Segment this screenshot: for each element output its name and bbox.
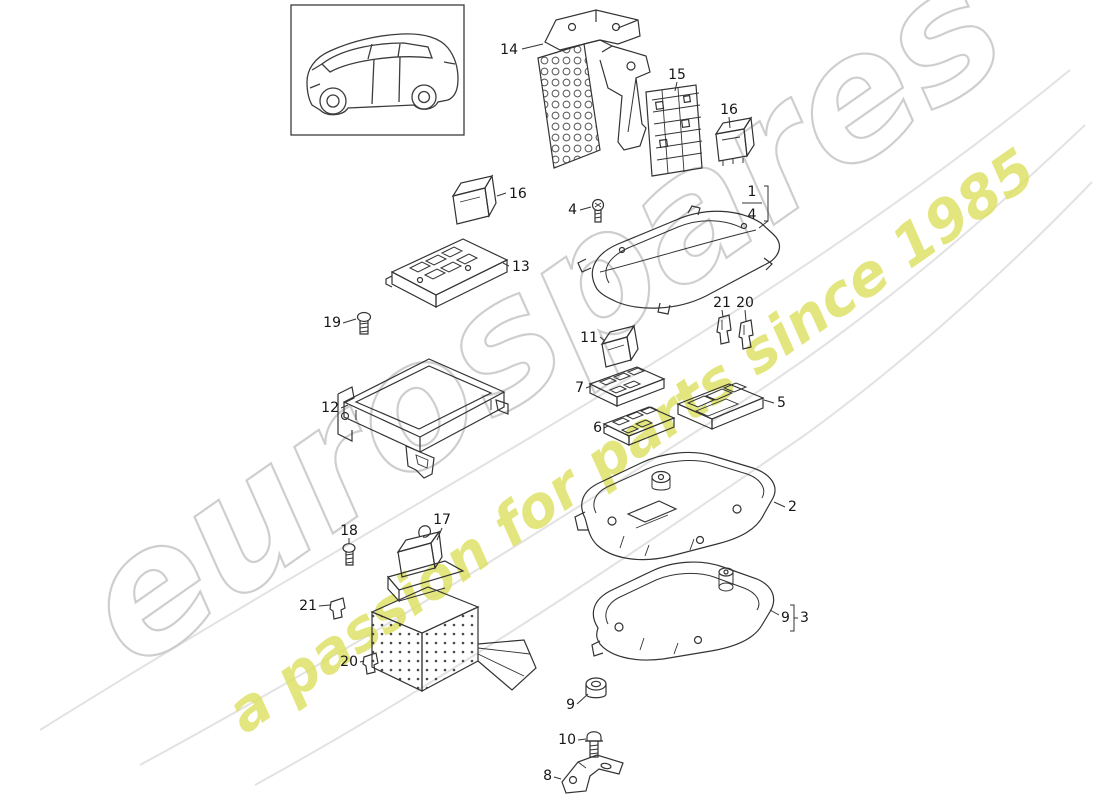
part-17-control-unit [370,586,537,693]
part-15-fuse-carrier [645,84,703,177]
part-20-fuse-clip-left [362,652,379,675]
part-2-housing-lower [574,451,776,561]
callout-10: 10 [558,732,576,748]
part-11-relay [600,324,639,368]
callout-11: 11 [580,330,598,346]
leader-lines [318,43,798,780]
watermark-brand-text: eurospares [45,0,1039,706]
part-6-fuse-holder [602,406,676,446]
part-14-mounting-bracket [537,9,651,169]
part-5-fuse-holder [676,382,765,430]
part-20-fuse-clip-top [738,319,754,350]
callout-7: 7 [575,380,584,396]
callout-14: 14 [500,42,518,58]
callout-5: 5 [777,395,786,411]
part-12-mounting-frame [337,358,509,479]
callout-18: 18 [340,523,358,539]
callout-12: 12 [321,400,339,416]
part-4-screw [591,198,605,223]
callout-8: 8 [543,768,552,784]
callout-21-left: 21 [299,598,317,614]
car-rear-wheel [319,87,347,115]
callout-1: 1 [748,184,757,200]
callout-2: 2 [788,499,797,515]
part-8-bracket [561,754,624,794]
callout-20-left: 20 [340,654,358,670]
callout-4-cover: 4 [748,207,757,223]
part-7-fuse-holder [588,366,666,407]
callout-19: 19 [323,315,341,331]
part-21-fuse-clip-top [716,314,732,345]
part-19-screw [356,311,372,335]
callout-3: 3 [800,610,809,626]
part-3-housing-upper [591,561,775,661]
callout-16-top: 16 [720,102,738,118]
car-body-outline [306,33,459,116]
callout-13: 13 [512,259,530,275]
car-box-frame [290,4,465,136]
callout-21-top: 21 [713,295,731,311]
part-16-relay-mid [451,174,497,225]
callout-labels: 14 15 16 16 13 4 1 4 11 21 20 7 5 6 19 1… [299,42,809,784]
car-front-wheel [411,84,437,110]
car-window-band [321,42,433,73]
callout-4-screw: 4 [568,202,577,218]
callout-15: 15 [668,67,686,83]
callout-6: 6 [593,420,602,436]
part-13-fuse-box [385,238,509,308]
callout-16-mid: 16 [509,186,527,202]
car-hatch-lines [309,61,456,89]
car-pillars [367,43,401,60]
part-10-bolt [585,731,603,758]
part-1-cover [577,205,780,315]
car-door-seams [371,56,401,105]
callout-17: 17 [433,512,451,528]
callout-9-grommet: 9 [566,697,575,713]
part-21-fuse-clip-left [329,597,346,620]
part-9-grommet [585,677,607,699]
car-thumbnail [290,4,465,136]
callout-20-top: 20 [736,295,754,311]
callout-9-housing: 9 [781,610,790,626]
part-16-relay-top [714,116,755,166]
